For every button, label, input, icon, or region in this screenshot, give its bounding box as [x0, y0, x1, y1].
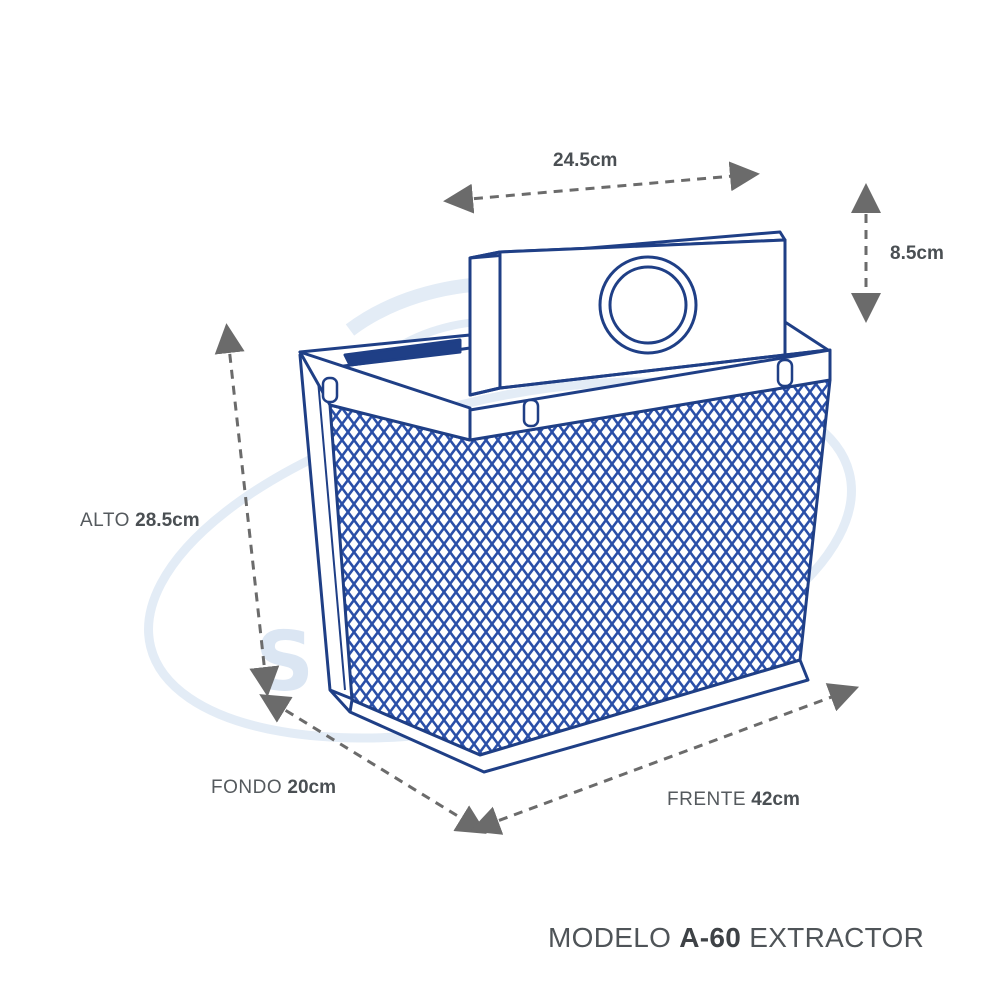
model-prefix: MODELO [548, 922, 672, 953]
arrow-height [214, 323, 280, 697]
dimension-height-label: ALTO [80, 510, 130, 531]
mesh-clip-icons [321, 358, 794, 428]
arrow-depth [259, 694, 487, 834]
extractor-body [298, 230, 832, 774]
dimension-top-width: 24.5cm [553, 150, 618, 171]
dimension-top-height: 8.5cm [890, 243, 944, 264]
dimension-depth-value: 20cm [287, 777, 336, 798]
fan-icon [598, 255, 698, 355]
arrow-front [469, 683, 860, 835]
dimension-front-label: FRENTE [667, 789, 746, 810]
dimension-front-value: 42cm [751, 789, 800, 810]
dimension-height-value: 28.5cm [135, 510, 200, 531]
clip-right [776, 358, 794, 388]
clip-left [321, 376, 339, 404]
model-suffix: EXTRACTOR [749, 922, 925, 953]
model-caption: MODELO A-60 EXTRACTOR [548, 922, 924, 954]
model-code: A-60 [679, 922, 742, 953]
dimension-front: FRENTE 42cm [667, 789, 800, 811]
mesh-panel [328, 378, 832, 757]
arrow-top-width [443, 161, 760, 214]
dimension-depth: FONDO 20cm [211, 777, 336, 799]
clip-center [522, 398, 540, 428]
dimension-depth-label: FONDO [211, 777, 283, 798]
dimension-arrows [214, 161, 881, 835]
dimension-height: ALTO 28.5cm [80, 510, 200, 532]
